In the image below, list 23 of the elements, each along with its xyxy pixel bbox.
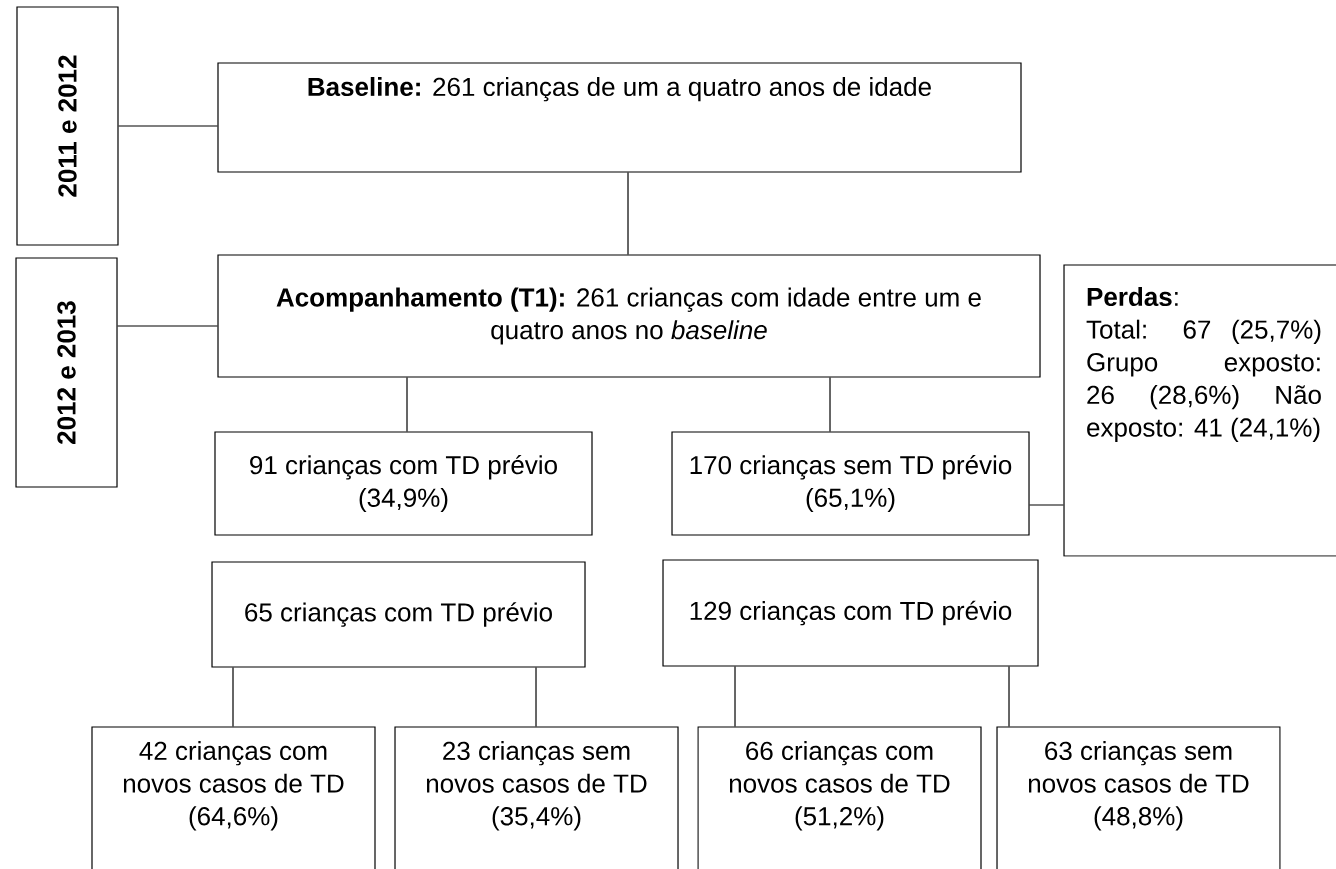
connector-line: [829, 377, 831, 432]
losses-box: Perdas: Total: 67 (25,7%) Grupo exposto: 26 (28,6%) Não exposto: 41 (24,1%): [1063, 264, 1336, 557]
process-box: 42 crianças com novos casos de TD (64,6%): [91, 726, 376, 869]
connector-line: [406, 377, 408, 432]
process-box: Acompanhamento (T1): 261 crianças com idade entre um e quatro anos no baseline: [217, 254, 1041, 378]
year-box: 2011 e 2012: [16, 6, 119, 246]
process-box: 65 crianças com TD prévio: [211, 561, 586, 668]
connector-line: [118, 125, 218, 127]
process-box: 63 crianças sem novos casos de TD (48,8%): [996, 726, 1281, 869]
connector-line: [232, 667, 234, 727]
connector-line: [117, 325, 218, 327]
process-box: 170 crianças sem TD prévio (65,1%): [671, 431, 1030, 536]
connector-line: [1008, 666, 1010, 727]
connector-line: [1029, 504, 1064, 506]
connector-line: [627, 172, 629, 255]
connector-line: [734, 666, 736, 727]
process-box: 129 crianças com TD prévio: [662, 559, 1039, 667]
process-box: 23 crianças sem novos casos de TD (35,4%): [394, 726, 679, 869]
year-box: 2012 e 2013: [15, 257, 118, 488]
connector-line: [535, 667, 537, 727]
process-box: 66 crianças com novos casos de TD (51,2%): [697, 726, 982, 869]
process-box: Baseline: 261 crianças de um a quatro anos de idade: [217, 62, 1022, 173]
process-box: 91 crianças com TD prévio (34,9%): [214, 431, 593, 536]
